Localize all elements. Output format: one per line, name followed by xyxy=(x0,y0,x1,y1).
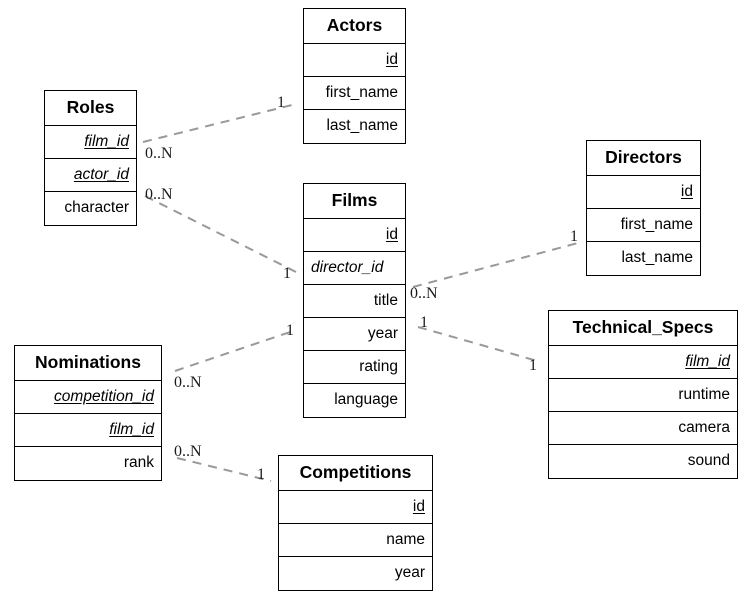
entity-roles[interactable]: Roles film_id actor_id character xyxy=(44,90,137,226)
attribute-competitions-name[interactable]: name xyxy=(279,524,432,557)
attribute-nominations-rank[interactable]: rank xyxy=(15,447,161,480)
cardinality-films-technical_specs-to: 1 xyxy=(529,357,537,374)
attribute-roles-actor_id[interactable]: actor_id xyxy=(45,159,136,192)
cardinality-films-directors-from: 0..N xyxy=(410,285,438,302)
relationship-line-films-directors xyxy=(412,242,579,288)
attribute-films-language[interactable]: language xyxy=(304,384,405,417)
attribute-roles-character[interactable]: character xyxy=(45,192,136,225)
attribute-nominations-competition_id[interactable]: competition_id xyxy=(15,381,161,414)
attribute-label: competition_id xyxy=(54,388,154,405)
attribute-label: year xyxy=(394,564,425,581)
entity-competitions[interactable]: Competitions id name year xyxy=(278,455,433,591)
attribute-technical_specs-runtime[interactable]: runtime xyxy=(549,379,737,412)
attribute-competitions-year[interactable]: year xyxy=(279,557,432,590)
attribute-films-director_id[interactable]: director_id xyxy=(304,252,405,285)
attribute-actors-first_name[interactable]: first_name xyxy=(304,77,405,110)
attribute-label: id xyxy=(385,51,398,68)
attribute-label: rank xyxy=(123,454,154,471)
relationship-line-nominations-films xyxy=(174,329,297,372)
attribute-films-title[interactable]: title xyxy=(304,285,405,318)
attribute-technical_specs-sound[interactable]: sound xyxy=(549,445,737,478)
attribute-label: character xyxy=(64,199,129,216)
cardinality-roles-films-from: 0..N xyxy=(145,186,173,203)
attribute-label: language xyxy=(334,391,398,408)
cardinality-nominations-competitions-from: 0..N xyxy=(174,443,202,460)
attribute-nominations-film_id[interactable]: film_id xyxy=(15,414,161,447)
cardinality-nominations-films-from: 0..N xyxy=(174,374,202,391)
relationship-line-roles-films xyxy=(144,195,297,273)
attribute-label: director_id xyxy=(311,259,384,276)
attribute-label: id xyxy=(680,183,693,200)
attribute-label: title xyxy=(373,292,398,309)
attribute-directors-first_name[interactable]: first_name xyxy=(587,209,700,242)
attribute-films-id[interactable]: id xyxy=(304,219,405,252)
entity-title-competitions: Competitions xyxy=(279,456,432,491)
attribute-label: actor_id xyxy=(73,166,129,183)
cardinality-films-directors-to: 1 xyxy=(570,228,578,245)
entity-actors[interactable]: Actors id first_name last_name xyxy=(303,8,406,144)
attribute-technical_specs-camera[interactable]: camera xyxy=(549,412,737,445)
attribute-label: id xyxy=(385,226,398,243)
attribute-label: film_id xyxy=(84,133,129,150)
attribute-label: last_name xyxy=(326,117,398,134)
attribute-actors-last_name[interactable]: last_name xyxy=(304,110,405,143)
cardinality-nominations-competitions-to: 1 xyxy=(257,466,265,483)
attribute-label: rating xyxy=(359,358,398,375)
entity-directors[interactable]: Directors id first_name last_name xyxy=(586,140,701,276)
entity-title-nominations: Nominations xyxy=(15,346,161,381)
cardinality-nominations-films-to: 1 xyxy=(286,322,294,339)
entity-title-directors: Directors xyxy=(587,141,700,176)
attribute-label: name xyxy=(386,531,425,548)
attribute-films-year[interactable]: year xyxy=(304,318,405,351)
entity-title-technical_specs: Technical_Specs xyxy=(549,311,737,346)
cardinality-roles-actors-from: 0..N xyxy=(145,145,173,162)
attribute-competitions-id[interactable]: id xyxy=(279,491,432,524)
attribute-technical_specs-film_id[interactable]: film_id xyxy=(549,346,737,379)
attribute-label: camera xyxy=(678,419,730,436)
attribute-label: film_id xyxy=(109,421,154,438)
attribute-label: id xyxy=(412,498,425,515)
attribute-label: last_name xyxy=(621,249,693,266)
cardinality-roles-actors-to: 1 xyxy=(277,94,285,111)
attribute-label: first_name xyxy=(325,84,398,101)
attribute-roles-film_id[interactable]: film_id xyxy=(45,126,136,159)
attribute-actors-id[interactable]: id xyxy=(304,44,405,77)
attribute-films-rating[interactable]: rating xyxy=(304,351,405,384)
attribute-label: first_name xyxy=(620,216,693,233)
attribute-label: runtime xyxy=(678,386,730,403)
entity-title-actors: Actors xyxy=(304,9,405,44)
attribute-label: sound xyxy=(687,452,730,469)
attribute-label: film_id xyxy=(685,353,730,370)
attribute-directors-id[interactable]: id xyxy=(587,176,700,209)
relationship-line-roles-actors xyxy=(142,103,297,143)
entity-title-roles: Roles xyxy=(45,91,136,126)
entity-title-films: Films xyxy=(304,184,405,219)
attribute-directors-last_name[interactable]: last_name xyxy=(587,242,700,275)
relationship-line-films-technical_specs xyxy=(417,326,542,363)
attribute-label: year xyxy=(367,325,398,342)
cardinality-films-technical_specs-from: 1 xyxy=(420,314,428,331)
cardinality-roles-films-to: 1 xyxy=(283,265,291,282)
